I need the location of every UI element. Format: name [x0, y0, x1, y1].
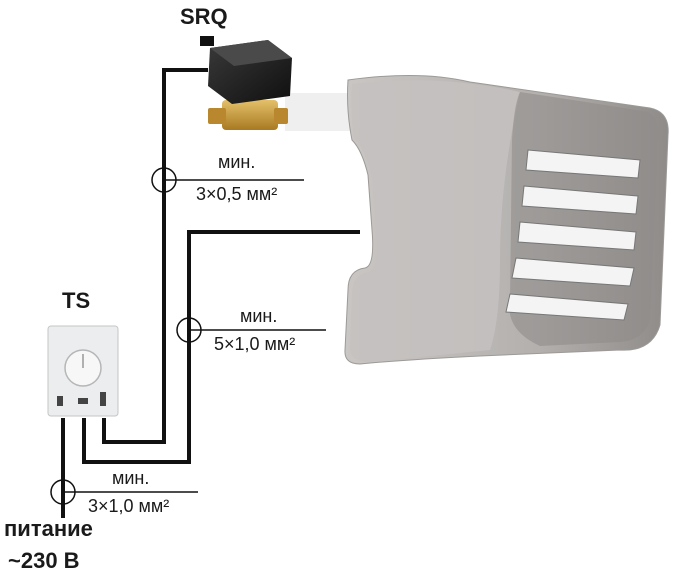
louver	[511, 257, 635, 287]
wire-heater	[82, 230, 360, 464]
valve-cable-gland	[200, 36, 214, 46]
wire-valve	[102, 68, 208, 444]
valve-brass-port-right	[274, 108, 288, 124]
louver	[505, 293, 629, 321]
louver	[521, 185, 639, 215]
cable-1-section-label: 3×0,5 мм²	[196, 184, 278, 204]
thermostat-label: TS	[62, 288, 91, 313]
cable-marker-2	[176, 317, 190, 343]
valve-actuator-top	[210, 40, 292, 66]
thermostat-switch-left	[57, 396, 63, 406]
heater-front-bezel	[350, 80, 520, 362]
connection-pipe	[285, 93, 355, 131]
thermostat-switch-right	[100, 392, 106, 406]
cable-2-min-label: мин.	[240, 306, 278, 326]
power-label-line2: ~230 В	[8, 548, 80, 573]
cable-3-section-label: 3×1,0 мм²	[88, 496, 170, 516]
cable-markers	[50, 167, 326, 505]
cable-1-min-label: мин.	[218, 152, 256, 172]
valve-label: SRQ	[180, 4, 228, 29]
louver	[517, 221, 637, 251]
thermostat-switch-mid	[78, 398, 88, 404]
cable-2-section-label: 5×1,0 мм²	[214, 334, 296, 354]
heater-unit	[344, 74, 669, 365]
cable-marker-3	[50, 479, 64, 505]
valve-brass-body	[222, 100, 278, 130]
cable-marker-1	[151, 167, 165, 193]
cable-3-min-label: мин.	[112, 468, 150, 488]
thermostat-ts	[47, 325, 119, 417]
power-label-line1: питание	[4, 516, 93, 541]
heater-louvers	[505, 149, 641, 321]
louver	[525, 149, 641, 179]
wires	[61, 68, 360, 518]
valve-brass-port-left	[208, 108, 226, 124]
valve-srq	[200, 36, 292, 130]
